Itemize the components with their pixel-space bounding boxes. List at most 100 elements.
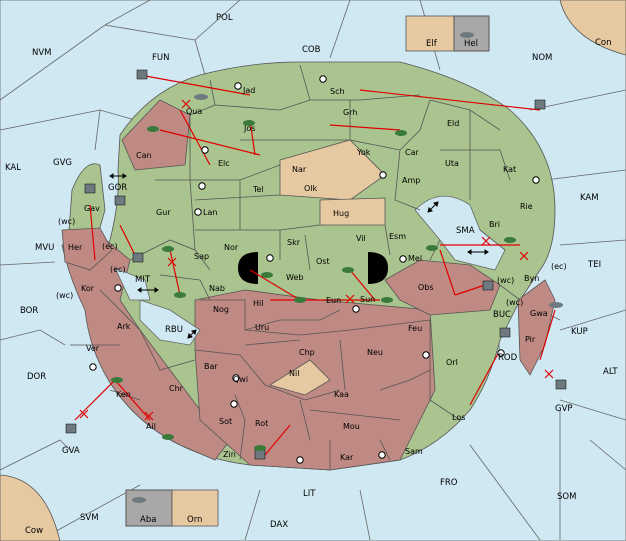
army-icon [174, 292, 186, 298]
sea-label: SOM [557, 492, 576, 502]
failed-order-x-icon [79, 409, 89, 419]
supply-center-icon [89, 363, 97, 371]
hel-label: Hel [464, 39, 478, 49]
supply-center-icon [352, 305, 360, 313]
sea-label: BOR [20, 306, 38, 316]
sea-label: COB [302, 45, 321, 55]
coast-labels: (wc) (ec) (ec) (wc) (wc) (ec) (wc) [56, 217, 567, 307]
sea-label: KAM [580, 193, 599, 203]
army-icon [482, 280, 494, 291]
failed-order-x-icon [345, 294, 355, 304]
army-icon [261, 272, 273, 278]
land-label: Feu [408, 324, 422, 333]
order-arrow [169, 249, 181, 296]
land-label: Nil [289, 369, 299, 378]
supply-center-icon [532, 176, 540, 184]
land-label: Kaa [334, 390, 349, 399]
army-icon [147, 126, 159, 132]
land-label: Jad [242, 86, 255, 95]
red-her [61, 227, 113, 271]
sea-label: LIT [303, 489, 316, 499]
land-label: Can [136, 151, 152, 160]
coast-label: (wc) [58, 217, 75, 226]
aba-box: Aba [125, 489, 173, 527]
land-label: Amp [402, 176, 420, 185]
sea-labels: POL COB FUN NVM NOM Con KAL GVG GOR MVU … [5, 13, 618, 536]
army-icon [254, 445, 266, 451]
coast-label: (wc) [56, 291, 73, 300]
land-label: Esm [389, 232, 406, 241]
land-label: Chp [299, 348, 315, 357]
land-label: Ost [316, 257, 330, 266]
land-label: Uru [255, 323, 269, 332]
sea-label: SMA [456, 226, 475, 236]
sea-label: KUP [571, 327, 588, 337]
land-label: Mel [408, 254, 422, 263]
land-label: Gwa [530, 309, 548, 318]
sea-label: NVM [32, 48, 52, 58]
army-icon [555, 379, 567, 390]
land-label: Ver [86, 344, 100, 353]
land-label: Rot [255, 419, 268, 428]
sea-label: MIT [135, 275, 151, 285]
orn-box: Orn [171, 489, 219, 527]
land-label: Ark [117, 322, 131, 331]
army-icon [136, 69, 148, 80]
order-arrow [179, 109, 211, 166]
army-icon [65, 423, 77, 434]
sea-label: DOR [27, 372, 46, 382]
land-labels: Jad Sch Qua Jos Grh Can Elc Yok Car Eld … [68, 86, 548, 462]
supply-center-icon [378, 451, 386, 459]
order-arrow [329, 124, 401, 131]
land-label: Nab [209, 284, 225, 293]
land-label: Nar [292, 165, 307, 174]
fleet-icon [549, 302, 563, 308]
supply-center-icon [201, 146, 209, 154]
supply-center-icon [266, 254, 274, 262]
land-label: Pir [525, 335, 536, 344]
land-label: Sch [330, 87, 345, 96]
land-label: Mou [343, 422, 360, 431]
pill-left [238, 252, 258, 284]
land-label: Kat [503, 165, 516, 174]
supply-center-icon [379, 171, 387, 179]
land-label: Qua [186, 107, 202, 116]
supply-center-icon [497, 349, 505, 357]
red-can [121, 99, 191, 171]
land-label: Sun [360, 295, 375, 304]
land-label: Skr [287, 238, 301, 247]
supply-center-icon [198, 182, 206, 190]
land-label: Kor [81, 284, 95, 293]
supply-center-icon [422, 351, 430, 359]
land-label: Ken [116, 390, 131, 399]
failed-order-x-icon [519, 251, 529, 261]
supply-center-icon [399, 255, 407, 263]
land-label: Car [405, 148, 419, 157]
land-label: Nog [213, 305, 229, 314]
coast-label: (wc) [506, 298, 523, 307]
sea-label: FRO [440, 478, 458, 488]
land-label: Byn [524, 274, 539, 283]
land-label: Kar [340, 453, 354, 462]
land-label: Orl [446, 358, 458, 367]
order-arrow [249, 269, 301, 301]
land-label: Sam [405, 447, 423, 456]
land-label: Gur [156, 208, 171, 217]
order-arrow [264, 424, 291, 456]
tan-hug [319, 197, 386, 226]
double-arrows [109, 173, 489, 339]
sea-label: DAX [270, 520, 288, 530]
order-arrow [454, 284, 486, 296]
land-label: Sot [219, 417, 232, 426]
land-label: Nor [224, 243, 239, 252]
sea-label: ROD [498, 353, 518, 363]
supply-center-icon [114, 284, 122, 292]
order-arrow [439, 249, 456, 296]
land-label: Bar [204, 362, 218, 371]
supply-center-icon [319, 75, 327, 83]
land-label: Obs [418, 283, 434, 292]
land-label: Neu [367, 348, 383, 357]
land-label: Bri [489, 220, 500, 229]
sea-label: KAL [5, 163, 21, 173]
failed-order-x-icon [167, 257, 177, 267]
